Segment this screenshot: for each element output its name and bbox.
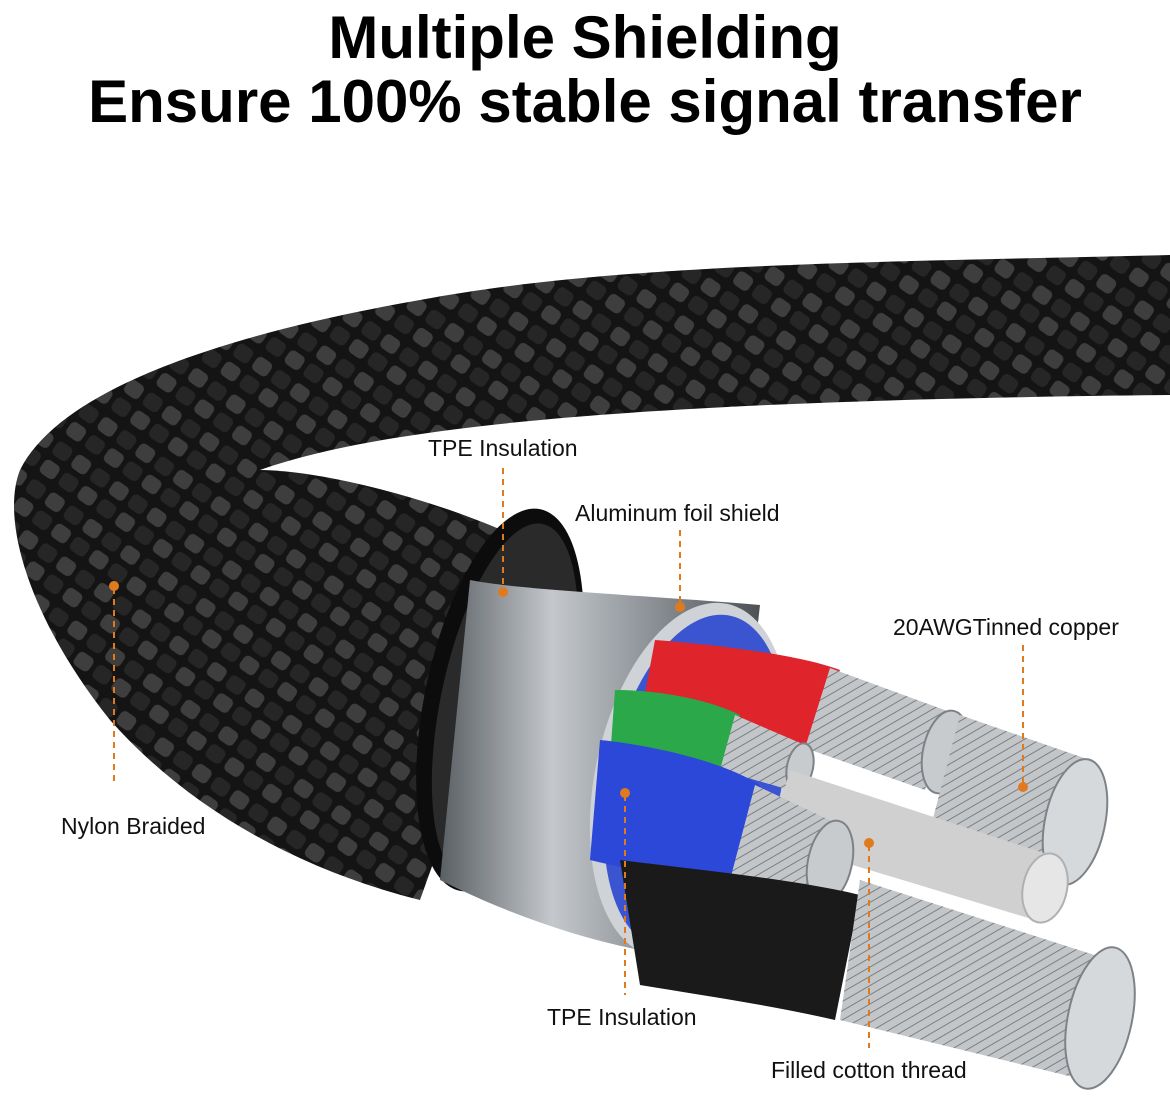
label-nylon-braided: Nylon Braided [61, 813, 205, 839]
nylon-braided-jacket [14, 255, 1170, 900]
label-cotton-thread: Filled cotton thread [771, 1057, 967, 1083]
copper-strand-end [1064, 946, 1136, 1090]
title-line-1: Multiple Shielding [328, 4, 842, 71]
blue-wire [590, 740, 760, 890]
black-wire [620, 860, 860, 1020]
label-aluminum-foil-shield: Aluminum foil shield [575, 500, 780, 526]
cotton-thread-filler [770, 770, 1050, 920]
title-line-2: Ensure 100% stable signal transfer [88, 68, 1082, 135]
label-tpe-insulation-bottom: TPE Insulation [547, 1004, 697, 1030]
label-tpe-insulation-top: TPE Insulation [428, 435, 578, 461]
label-tinned-copper: 20AWGTinned copper [893, 614, 1119, 640]
